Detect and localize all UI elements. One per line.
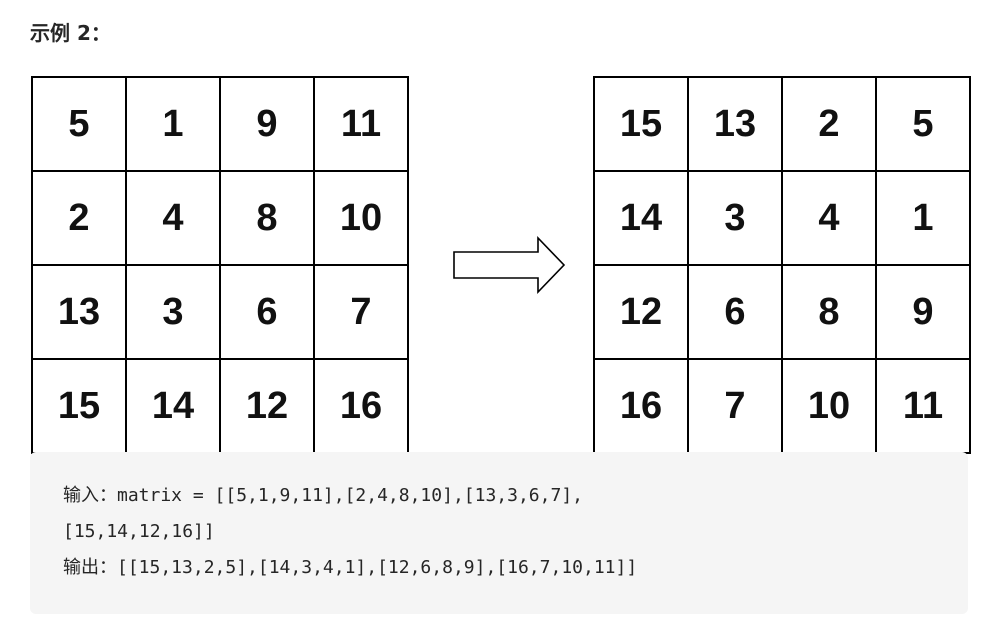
right-arrow-icon <box>453 236 566 294</box>
matrix-cell: 7 <box>313 264 409 360</box>
matrix-cell: 5 <box>875 76 971 172</box>
matrix-row: 14 3 4 1 <box>593 170 971 266</box>
matrix-row: 12 6 8 9 <box>593 264 971 360</box>
matrix-cell: 2 <box>781 76 877 172</box>
matrix-cell: 1 <box>875 170 971 266</box>
matrix-cell: 10 <box>781 358 877 454</box>
matrix-cell: 16 <box>593 358 689 454</box>
matrix-cell: 12 <box>593 264 689 360</box>
matrix-cell: 6 <box>219 264 315 360</box>
matrix-row: 13 3 6 7 <box>31 264 409 360</box>
matrix-cell: 9 <box>875 264 971 360</box>
output-matrix: 15 13 2 5 14 3 4 1 12 6 8 9 16 7 10 11 <box>593 76 971 454</box>
matrix-cell: 13 <box>31 264 127 360</box>
matrix-row: 15 13 2 5 <box>593 76 971 172</box>
matrix-cell: 11 <box>875 358 971 454</box>
code-output-line: 输出：[[15,13,2,5],[14,3,4,1],[12,6,8,9],[1… <box>63 557 638 578</box>
matrix-cell: 15 <box>31 358 127 454</box>
matrix-row: 2 4 8 10 <box>31 170 409 266</box>
example-code-block: 输入：matrix = [[5,1,9,11],[2,4,8,10],[13,3… <box>30 452 968 614</box>
matrix-cell: 7 <box>687 358 783 454</box>
matrix-cell: 12 <box>219 358 315 454</box>
matrix-cell: 4 <box>125 170 221 266</box>
matrix-cell: 16 <box>313 358 409 454</box>
input-matrix: 5 1 9 11 2 4 8 10 13 3 6 7 15 14 12 16 <box>31 76 409 454</box>
matrix-cell: 6 <box>687 264 783 360</box>
matrix-row: 15 14 12 16 <box>31 358 409 454</box>
matrix-cell: 5 <box>31 76 127 172</box>
code-input-line: 输入：matrix = [[5,1,9,11],[2,4,8,10],[13,3… <box>63 485 583 506</box>
matrix-cell: 8 <box>781 264 877 360</box>
matrix-cell: 14 <box>125 358 221 454</box>
matrix-cell: 10 <box>313 170 409 266</box>
code-input-continuation: [15,14,12,16]] <box>63 521 215 542</box>
matrix-row: 5 1 9 11 <box>31 76 409 172</box>
matrix-cell: 14 <box>593 170 689 266</box>
matrix-row: 16 7 10 11 <box>593 358 971 454</box>
matrix-cell: 3 <box>125 264 221 360</box>
matrix-cell: 15 <box>593 76 689 172</box>
example-heading: 示例 2： <box>30 21 111 45</box>
matrix-cell: 2 <box>31 170 127 266</box>
matrix-cell: 9 <box>219 76 315 172</box>
matrix-cell: 8 <box>219 170 315 266</box>
matrix-cell: 3 <box>687 170 783 266</box>
matrix-cell: 11 <box>313 76 409 172</box>
matrix-cell: 1 <box>125 76 221 172</box>
matrix-cell: 13 <box>687 76 783 172</box>
matrix-cell: 4 <box>781 170 877 266</box>
